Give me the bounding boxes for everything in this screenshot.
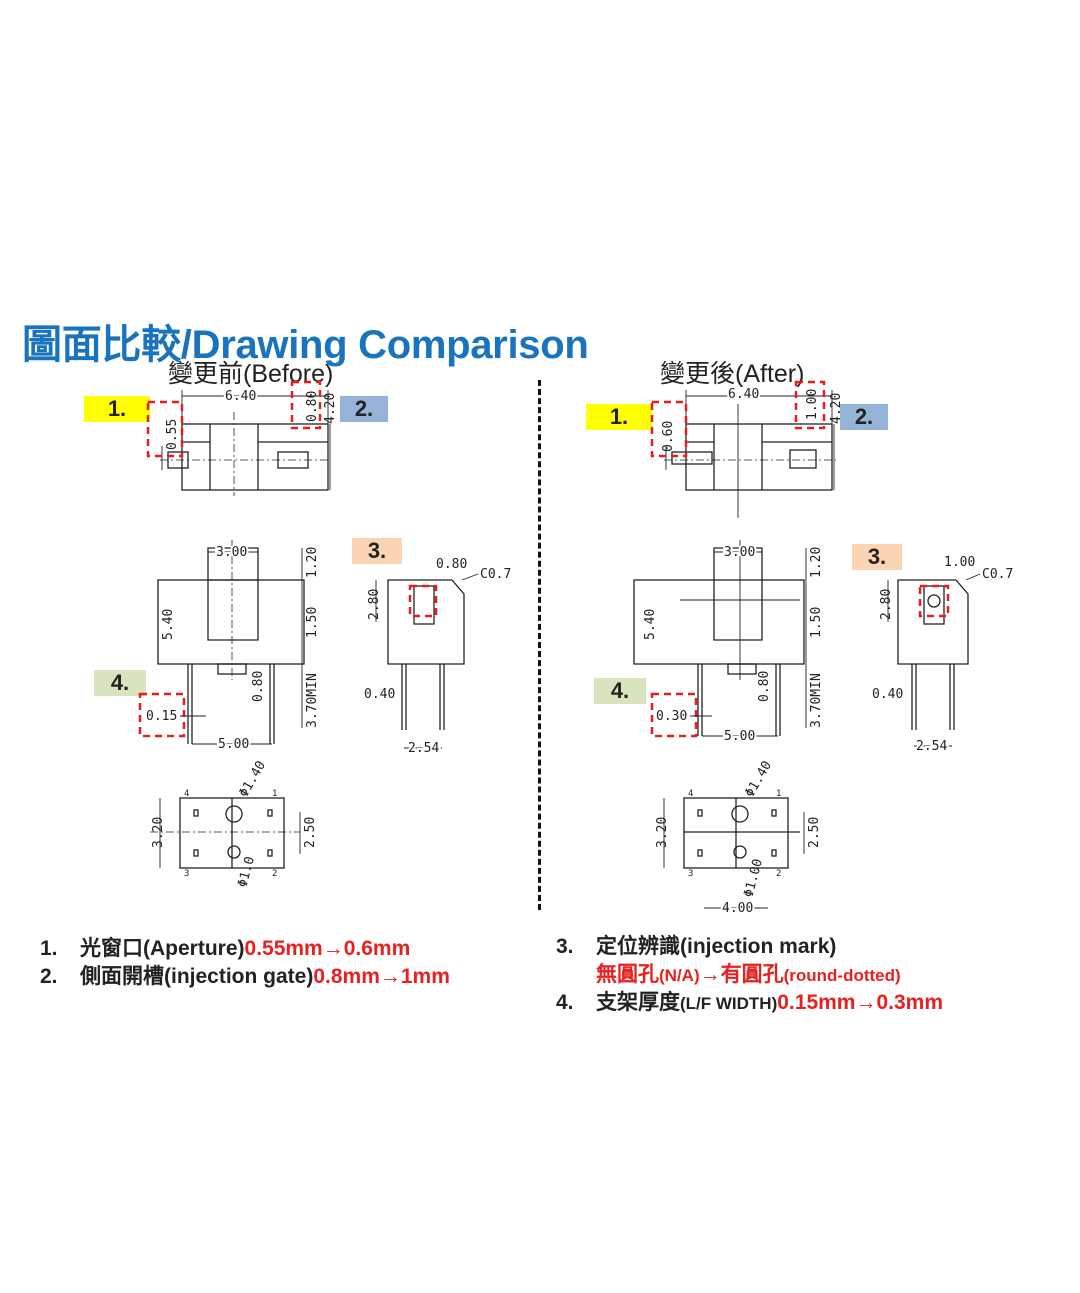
- note-3-change-a: 無圓孔: [596, 963, 659, 986]
- after-top-aperture: 0.60: [661, 421, 676, 452]
- note-2-num: 2.: [40, 965, 58, 988]
- before-front-body: 5.40: [161, 609, 176, 640]
- before-tag-4: 4.: [94, 670, 146, 696]
- after-front-lead-width: 0.30: [656, 709, 687, 724]
- after-pin-4: 4: [688, 789, 693, 799]
- before-bottom-inner: 2.50: [303, 817, 318, 848]
- note-4-label-a: 支架厚度: [596, 991, 680, 1014]
- before-top-gate: 0.80: [305, 391, 320, 422]
- after-side-height: 2.80: [879, 589, 894, 620]
- after-front-top: 1.20: [809, 547, 824, 578]
- before-tag-1: 1.: [84, 396, 150, 422]
- after-front-slot: 3.00: [724, 545, 755, 560]
- note-3-change-c: 有圓孔: [720, 963, 784, 986]
- note-3-label: 定位辨識(injection mark): [596, 935, 837, 958]
- note-2: 2. 側面開槽(injection gate)0.8mm→1mm: [40, 960, 450, 990]
- after-bottom-view: 3.20 2.50 Φ1.40 Φ1.00 4.00 4 1 3 2: [655, 759, 822, 918]
- before-side-view: 2.80 0.80 C0.7 0.40 2.54: [364, 557, 511, 758]
- after-side-mark: 1.00: [944, 555, 975, 570]
- after-pin-1: 1: [776, 789, 781, 799]
- after-pin-2: 2: [776, 869, 781, 879]
- before-front-pitch: 5.00: [218, 737, 249, 752]
- before-pin-4: 4: [184, 789, 189, 799]
- before-bottom-hole-large: Φ1.40: [236, 759, 269, 800]
- before-drawings: 6.40 0.55 0.80 4.20 3.00 1.20 1.50 3.7: [138, 380, 511, 889]
- after-bottom-inner: 2.50: [807, 817, 822, 848]
- before-header: 變更前(Before): [168, 360, 334, 388]
- before-top-width: 6.40: [225, 389, 256, 404]
- note-4-num: 4.: [556, 991, 574, 1014]
- note-1-label: 光窗口(Aperture): [80, 937, 245, 960]
- before-front-pin: 0.80: [251, 671, 266, 702]
- note-4-label-b: (L/F WIDTH): [680, 994, 778, 1013]
- note-2-change: 0.8mm→1mm: [313, 965, 450, 988]
- after-tag-2: 2.: [840, 404, 888, 430]
- after-bottom-hole-small: Φ1.00: [741, 857, 766, 899]
- before-front-view: 3.00 1.20 1.50 3.70MIN 5.40 0.80 5.00 0.…: [138, 540, 320, 754]
- after-top-view: 6.40 0.60 1.00 4.20: [650, 380, 844, 518]
- after-front-mid: 1.50: [809, 607, 824, 638]
- note-1-num: 1.: [40, 937, 58, 960]
- before-front-slot: 3.00: [216, 545, 247, 560]
- before-top-view: 6.40 0.55 0.80 4.20: [146, 380, 338, 496]
- after-top-height: 4.20: [829, 393, 844, 424]
- after-bottom-hole-large: Φ1.40: [742, 759, 775, 800]
- before-top-aperture: 0.55: [165, 419, 180, 450]
- after-tag-3: 3.: [852, 544, 902, 570]
- after-header: 變更後(After): [660, 360, 805, 388]
- before-bottom-view: 3.20 2.50 Φ1.40 Φ1.0 4 1 3 2: [150, 759, 318, 889]
- before-pin-2: 2: [272, 869, 277, 879]
- before-front-lead-min: 3.70MIN: [305, 673, 320, 728]
- before-side-mark: 0.80: [436, 557, 467, 572]
- note-3-num: 3.: [556, 935, 574, 958]
- after-side-pin: 0.40: [872, 687, 903, 702]
- after-pin-3: 3: [688, 869, 693, 879]
- note-2-label: 側面開槽(injection gate): [80, 965, 314, 988]
- note-3-change-b: (N/A): [659, 966, 700, 985]
- before-bottom-height: 3.20: [151, 817, 166, 848]
- note-1-change: 0.55mm→0.6mm: [244, 937, 411, 960]
- note-3-arrow: →: [699, 963, 721, 986]
- after-front-lead-min: 3.70MIN: [809, 673, 824, 728]
- after-front-body: 5.40: [643, 609, 658, 640]
- after-side-chamfer: C0.7: [982, 567, 1013, 582]
- after-bottom-height: 3.20: [655, 817, 670, 848]
- after-top-width: 6.40: [728, 387, 759, 402]
- before-side-pin: 0.40: [364, 687, 395, 702]
- before-pin-1: 1: [272, 789, 277, 799]
- before-front-top: 1.20: [305, 547, 320, 578]
- before-front-mid: 1.50: [305, 607, 320, 638]
- after-side-pitch: 2.54: [916, 739, 947, 754]
- after-drawings: 6.40 0.60 1.00 4.20 3.00 1.20 1.50 3.70M…: [633, 380, 1013, 918]
- after-tag-1: 1.: [586, 404, 652, 430]
- comparison-divider: [538, 380, 541, 910]
- after-side-view: 2.80 1.00 C0.7 0.40 2.54: [872, 555, 1013, 756]
- note-3-change-d: (round-dotted): [783, 966, 901, 985]
- note-4: 4. 支架厚度(L/F WIDTH)0.15mm→0.3mm: [556, 986, 943, 1016]
- after-front-pitch: 5.00: [724, 729, 755, 744]
- note-4-change: 0.15mm→0.3mm: [777, 991, 944, 1014]
- note-3: 3. 定位辨識(injection mark): [556, 930, 836, 960]
- before-pin-3: 3: [184, 869, 189, 879]
- before-side-chamfer: C0.7: [480, 567, 511, 582]
- note-3-change: 無圓孔(N/A)→有圓孔(round-dotted): [596, 958, 901, 988]
- after-front-view: 3.00 1.20 1.50 3.70MIN 5.40 0.80 5.00 0.…: [633, 540, 824, 746]
- before-side-height: 2.80: [367, 589, 382, 620]
- before-front-lead-width: 0.15: [146, 709, 177, 724]
- before-tag-3: 3.: [352, 538, 402, 564]
- before-top-height: 4.20: [323, 393, 338, 424]
- after-front-pin: 0.80: [757, 671, 772, 702]
- before-side-pitch: 2.54: [408, 741, 439, 756]
- note-1: 1. 光窗口(Aperture)0.55mm→0.6mm: [40, 932, 410, 962]
- after-bottom-width: 4.00: [722, 901, 753, 916]
- before-tag-2: 2.: [340, 396, 388, 422]
- after-top-gate: 1.00: [805, 389, 820, 420]
- page-title: 圖面比較/Drawing Comparison: [22, 323, 589, 367]
- before-bottom-hole-small: Φ1.0: [235, 855, 258, 889]
- after-tag-4: 4.: [594, 678, 646, 704]
